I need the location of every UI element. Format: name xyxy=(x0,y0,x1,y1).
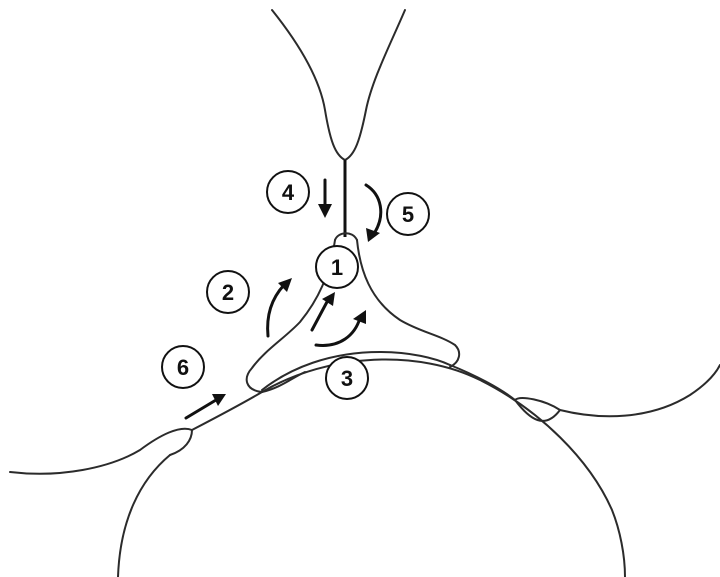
right-arm xyxy=(356,239,461,368)
arrow-5-head xyxy=(366,228,380,242)
junction-arc xyxy=(261,351,451,391)
arrow-4-head xyxy=(318,204,332,218)
marker-4-label: 4 xyxy=(282,180,295,205)
right-lobe xyxy=(514,364,720,418)
marker-2: 2 xyxy=(206,270,250,314)
marker-6-label: 6 xyxy=(177,355,189,380)
left-lobe xyxy=(9,427,193,475)
left-outer-line xyxy=(191,391,263,431)
arrow-1-inner xyxy=(310,298,330,332)
arrow-5 xyxy=(364,183,383,234)
marker-3: 3 xyxy=(325,356,369,400)
lower-cell-right xyxy=(261,358,626,577)
lower-cell-outline xyxy=(117,454,171,577)
marker-3-label: 3 xyxy=(341,366,353,391)
marker-1: 1 xyxy=(315,245,359,289)
apex-lobe xyxy=(334,232,358,241)
arrow-2-head xyxy=(278,278,292,292)
marker-1-label: 1 xyxy=(331,255,343,280)
arrow-3 xyxy=(314,316,362,347)
marker-6: 6 xyxy=(161,345,205,389)
marker-2-label: 2 xyxy=(222,280,234,305)
marker-4: 4 xyxy=(266,170,310,214)
arrow-6 xyxy=(184,398,218,420)
top-outline xyxy=(271,9,406,161)
left-lobe-inner xyxy=(169,429,193,456)
arrow-1-inner-head xyxy=(322,292,335,306)
arrow-2 xyxy=(266,283,286,338)
arrow-6-head xyxy=(212,394,226,406)
right-lobe-inner xyxy=(514,399,561,422)
marker-5-label: 5 xyxy=(402,202,414,227)
arrow-3-head xyxy=(353,310,366,324)
marker-5: 5 xyxy=(386,192,430,236)
